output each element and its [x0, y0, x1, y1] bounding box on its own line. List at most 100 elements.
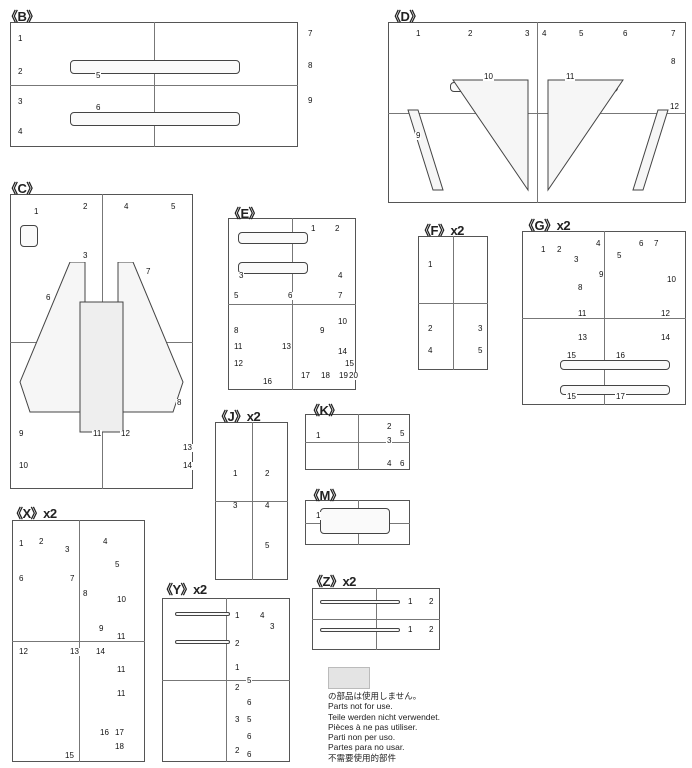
unused-parts-swatch — [328, 667, 370, 689]
canopy — [320, 508, 390, 534]
part-number-g: 15 — [566, 392, 577, 401]
sprue-j-runner-v — [252, 422, 253, 580]
part-number-z: 1 — [407, 597, 414, 606]
legend-line-it: Parti non per uso. — [328, 732, 396, 743]
part-number-x: 18 — [114, 742, 125, 751]
part-number-c: 1 — [33, 207, 40, 216]
part-number-z: 2 — [428, 625, 435, 634]
part-number-m: 1 — [315, 511, 322, 520]
part-number-y: 6 — [246, 750, 253, 759]
part-number-b: 8 — [307, 61, 314, 70]
legend-line-ja: の部品は使用しません。 — [328, 691, 422, 701]
drop-tank — [560, 360, 670, 370]
upper-wing-parts — [407, 79, 669, 192]
part-number-x: 4 — [102, 537, 109, 546]
sprue-z-runner-v — [376, 588, 377, 650]
sprue-j-runner-h — [215, 501, 288, 502]
part-number-d: 10 — [483, 72, 494, 81]
part-number-b: 2 — [17, 67, 24, 76]
part-number-d: 6 — [622, 29, 629, 38]
part-number-d: 12 — [669, 102, 680, 111]
fuselage-half-lower — [70, 112, 240, 126]
part-number-y: 2 — [234, 639, 241, 648]
part-number-e: 13 — [281, 342, 292, 351]
part-number-e: 20 — [348, 371, 359, 380]
part-number-e: 2 — [334, 224, 341, 233]
part-number-x: 13 — [69, 647, 80, 656]
part-number-e: 12 — [233, 359, 244, 368]
part-number-f: 5 — [477, 346, 484, 355]
part-number-y: 5 — [246, 715, 253, 724]
part-number-e: 19 — [338, 371, 349, 380]
part-number-c: 12 — [120, 429, 131, 438]
part-number-z: 2 — [428, 597, 435, 606]
part-number-k: 3 — [386, 436, 393, 445]
sprue-y-label: 《Y》x2 — [160, 582, 207, 597]
sprue-x-runner-v — [79, 520, 80, 762]
part-number-c: 6 — [45, 293, 52, 302]
part-number-b: 1 — [17, 34, 24, 43]
part-number-g: 10 — [666, 275, 677, 284]
part-number-g: 8 — [577, 283, 584, 292]
sprue-k-runner-v — [358, 414, 359, 470]
part-number-e: 10 — [337, 317, 348, 326]
part-number-x: 6 — [18, 574, 25, 583]
part-number-c: 8 — [176, 398, 183, 407]
sprue-m-frame — [305, 500, 410, 545]
part-number-b: 5 — [95, 71, 102, 80]
sprue-x-runner-h — [12, 641, 145, 642]
part-number-k: 1 — [315, 431, 322, 440]
part-number-c: 3 — [82, 251, 89, 260]
part-number-d: 11 — [565, 72, 576, 81]
part-number-d: 2 — [467, 29, 474, 38]
part-number-e: 7 — [337, 291, 344, 300]
part-number-e: 6 — [287, 291, 294, 300]
sprue-d-runner-v — [537, 22, 538, 203]
sprue-k-runner-h — [305, 442, 410, 443]
part-number-b: 4 — [17, 127, 24, 136]
part-number-e: 15 — [344, 359, 355, 368]
drop-tank — [238, 232, 308, 244]
sprue-k-label: 《K》 — [307, 403, 341, 418]
part-number-e: 18 — [320, 371, 331, 380]
part-number-g: 2 — [556, 245, 563, 254]
part-number-j: 2 — [264, 469, 271, 478]
part-number-x: 15 — [64, 751, 75, 760]
part-number-e: 9 — [319, 326, 326, 335]
part-number-d: 4 — [541, 29, 548, 38]
part-number-g: 12 — [660, 309, 671, 318]
legend-line-fr: Pièces à ne pas utiliser. — [328, 721, 418, 732]
part-number-k: 2 — [386, 422, 393, 431]
part-number-f: 4 — [427, 346, 434, 355]
part-number-g: 7 — [653, 239, 660, 248]
sprue-d-label: 《D》 — [388, 9, 422, 24]
part-number-y: 2 — [234, 746, 241, 755]
sprue-f-label: 《F》x2 — [418, 223, 464, 238]
part-number-k: 6 — [399, 459, 406, 468]
part-number-j: 1 — [232, 469, 239, 478]
sprue-c-label: 《C》 — [5, 181, 39, 196]
part-number-g: 3 — [573, 255, 580, 264]
part-number-b: 7 — [307, 29, 314, 38]
part-number-e: 11 — [233, 342, 244, 351]
lower-wing-part — [19, 262, 184, 433]
part-number-c: 10 — [18, 461, 29, 470]
missile — [320, 628, 400, 632]
part-number-d: 7 — [670, 29, 677, 38]
part-number-x: 11 — [116, 689, 127, 698]
sprue-j-label: 《J》x2 — [215, 409, 261, 424]
part-number-x: 16 — [99, 728, 110, 737]
drop-tank — [238, 262, 308, 274]
part-number-d: 5 — [578, 29, 585, 38]
part-number-y: 5 — [246, 676, 253, 685]
fuselage-half-upper — [70, 60, 240, 74]
part-number-g: 4 — [595, 239, 602, 248]
part-number-c: 9 — [18, 429, 25, 438]
part-number-y: 4 — [259, 611, 266, 620]
part-number-g: 9 — [598, 270, 605, 279]
part-number-j: 3 — [232, 501, 239, 510]
sprue-g-runner-v — [604, 231, 605, 405]
part-number-g: 15 — [566, 351, 577, 360]
part-number-y: 1 — [234, 611, 241, 620]
part-number-y: 1 — [234, 663, 241, 672]
